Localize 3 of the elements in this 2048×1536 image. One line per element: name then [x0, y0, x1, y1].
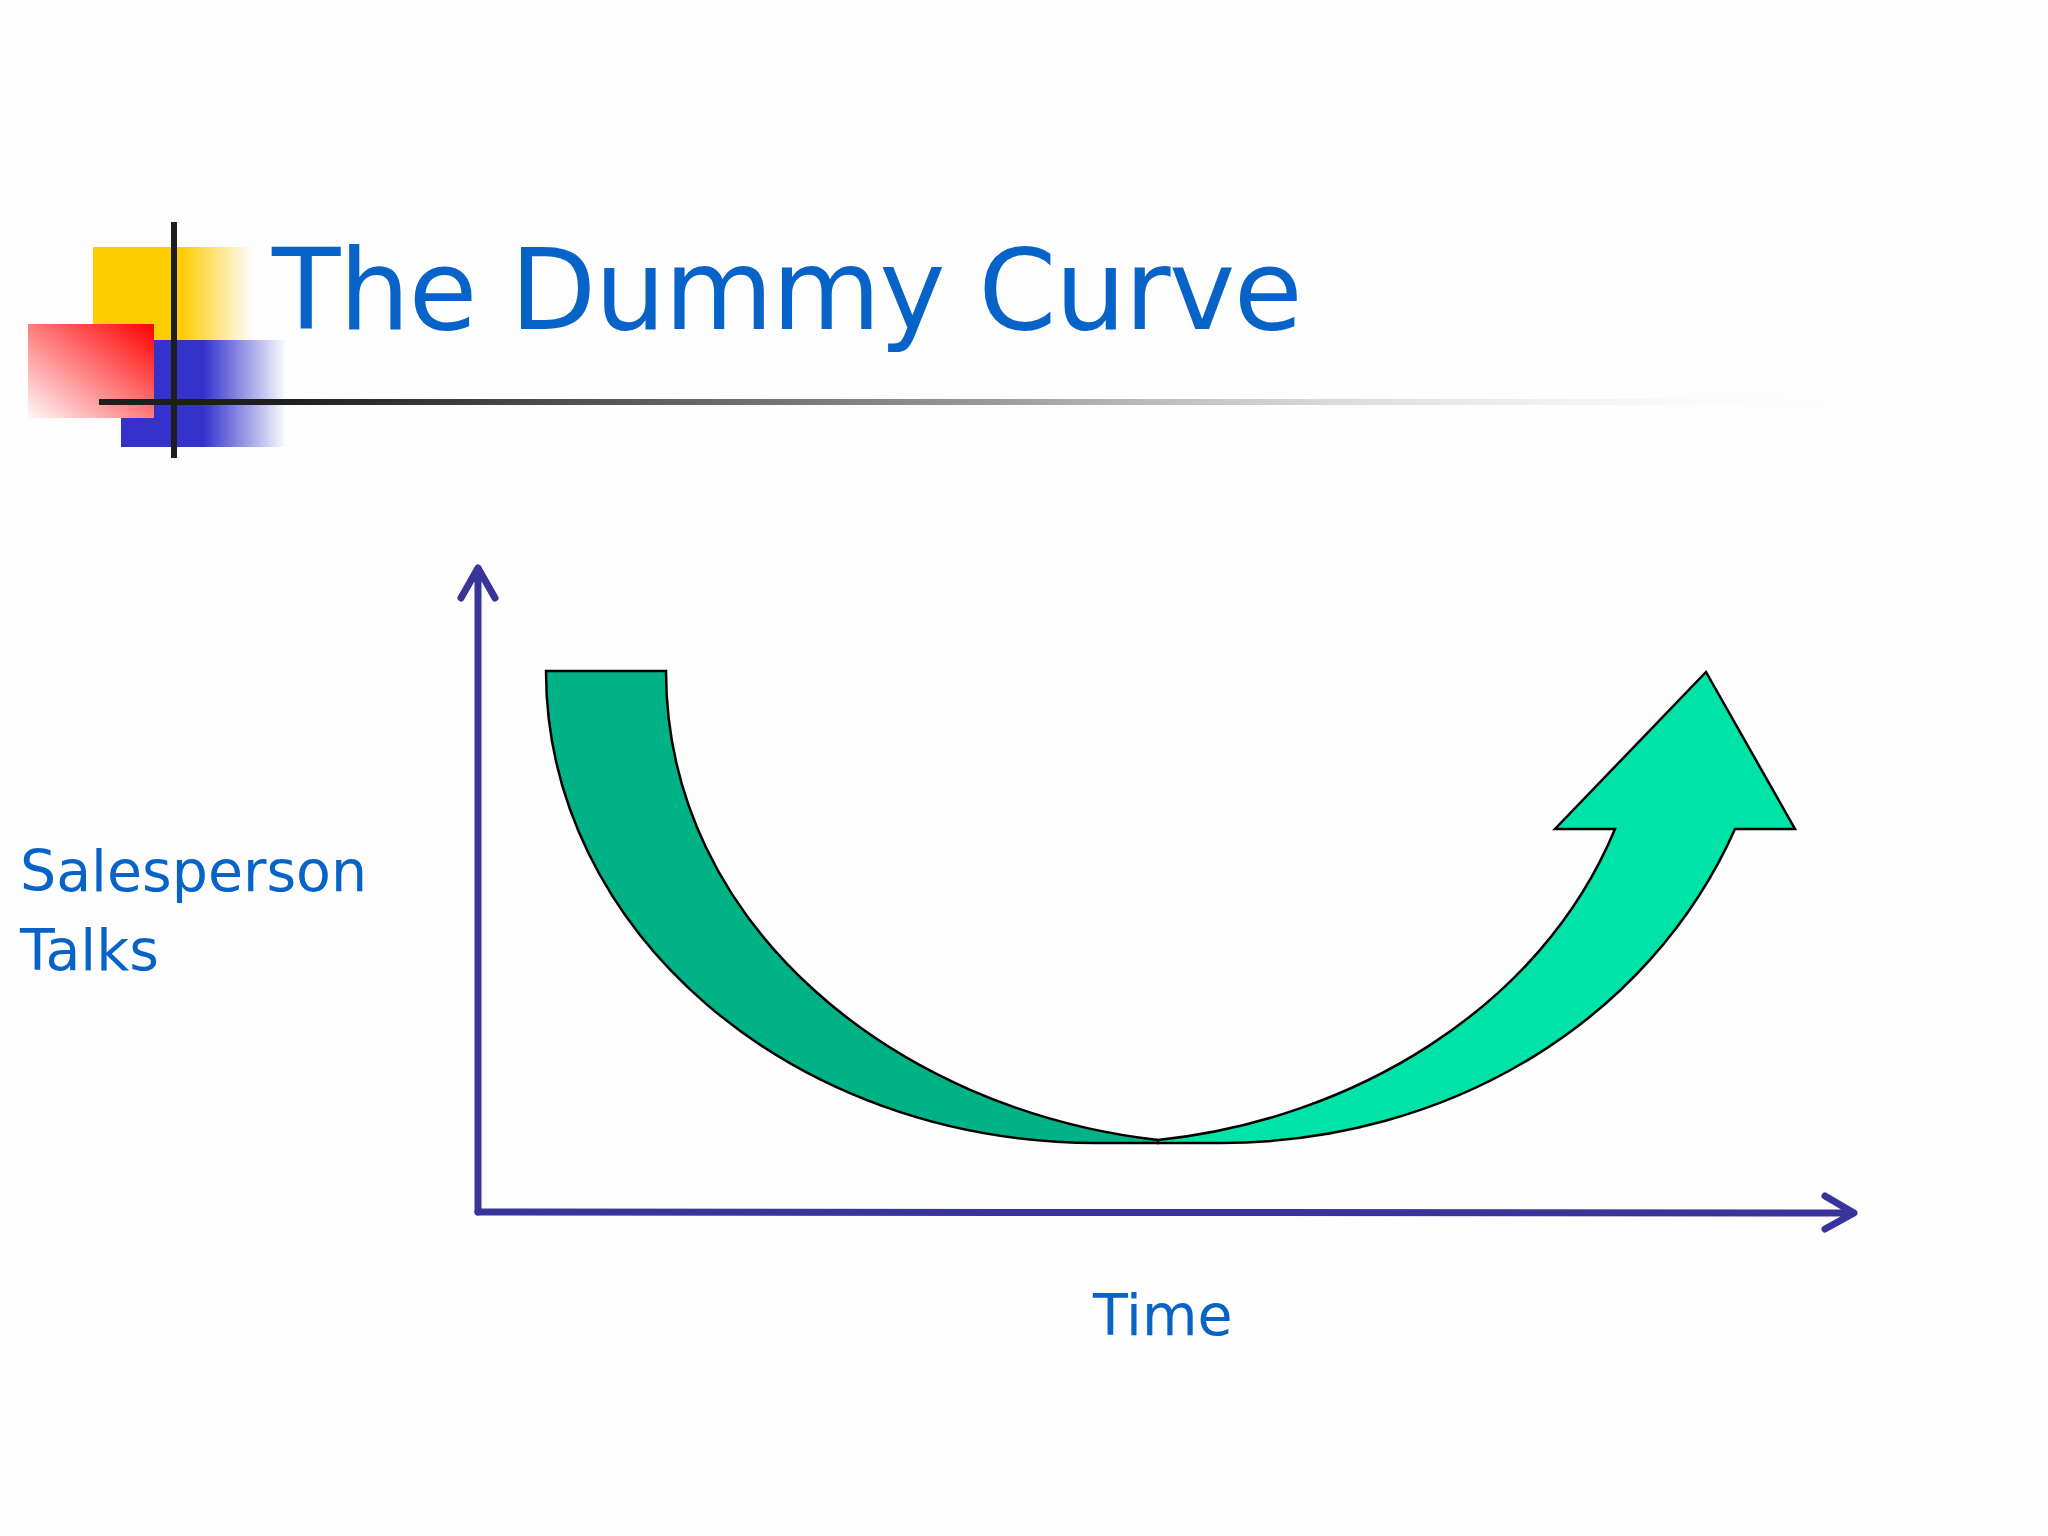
slide-title: The Dummy Curve — [272, 224, 1302, 357]
y-axis-label: Salesperson Talks — [20, 837, 369, 985]
x-axis-label: Time — [1093, 1281, 1233, 1350]
